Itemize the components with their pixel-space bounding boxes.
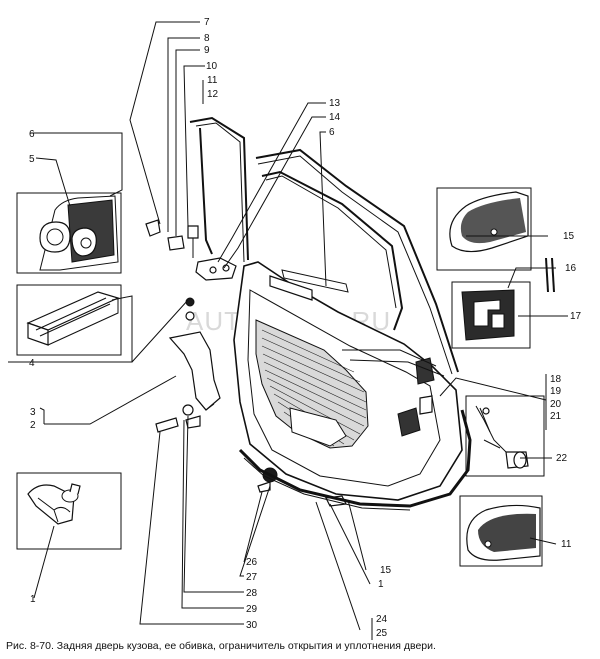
callout-18: 18 bbox=[550, 374, 562, 385]
inset-clip bbox=[16, 472, 122, 550]
callout-13: 13 bbox=[329, 98, 341, 109]
door-panel bbox=[233, 261, 472, 511]
callout-29: 29 bbox=[246, 604, 258, 615]
callout-30: 30 bbox=[246, 620, 258, 631]
callout-5: 5 bbox=[29, 154, 35, 165]
callout-10: 10 bbox=[206, 61, 218, 72]
callout-15-right: 15 bbox=[563, 231, 575, 242]
callout-15-bottom: 15 bbox=[380, 565, 392, 576]
inset-seal-corner bbox=[436, 187, 532, 271]
callout-9: 9 bbox=[204, 45, 210, 56]
callout-26: 26 bbox=[246, 557, 258, 568]
callout-21: 21 bbox=[550, 411, 562, 422]
callout-19: 19 bbox=[550, 386, 562, 397]
callout-6-top: 6 bbox=[329, 127, 335, 138]
callout-12: 12 bbox=[207, 89, 219, 100]
inset-plug bbox=[451, 281, 531, 349]
callout-11: 11 bbox=[207, 75, 218, 86]
callout-6-left: 6 bbox=[29, 129, 35, 140]
figure-caption: Рис. 8-70. Задняя дверь кузова, ее обивк… bbox=[6, 640, 436, 652]
callout-24: 24 bbox=[376, 614, 388, 625]
inset-seal-end bbox=[459, 495, 543, 567]
callout-14: 14 bbox=[329, 112, 341, 123]
callout-2: 2 bbox=[30, 420, 36, 431]
callout-labels: 7 8 9 10 11 12 13 14 6 6 5 4 3 2 15 16 1… bbox=[29, 17, 582, 639]
callout-3: 3 bbox=[30, 407, 36, 418]
fastener-set bbox=[145, 219, 555, 507]
callout-1-left: 1 bbox=[30, 594, 36, 605]
callout-1-bottom: 1 bbox=[378, 579, 384, 590]
callout-11-right: 11 bbox=[561, 539, 572, 550]
callout-27: 27 bbox=[246, 572, 258, 583]
callout-25: 25 bbox=[376, 628, 388, 639]
callout-7: 7 bbox=[204, 17, 210, 28]
inset-molding-profile bbox=[16, 284, 122, 356]
callout-17: 17 bbox=[570, 311, 582, 322]
callout-28: 28 bbox=[246, 588, 258, 599]
callout-8: 8 bbox=[204, 33, 210, 44]
leader-lines bbox=[8, 21, 568, 640]
inset-limiter bbox=[465, 395, 545, 477]
callout-22: 22 bbox=[556, 453, 568, 464]
callout-20: 20 bbox=[550, 399, 562, 410]
inset-seal-profile bbox=[16, 192, 122, 274]
callout-4: 4 bbox=[29, 358, 35, 369]
callout-16: 16 bbox=[565, 263, 577, 274]
